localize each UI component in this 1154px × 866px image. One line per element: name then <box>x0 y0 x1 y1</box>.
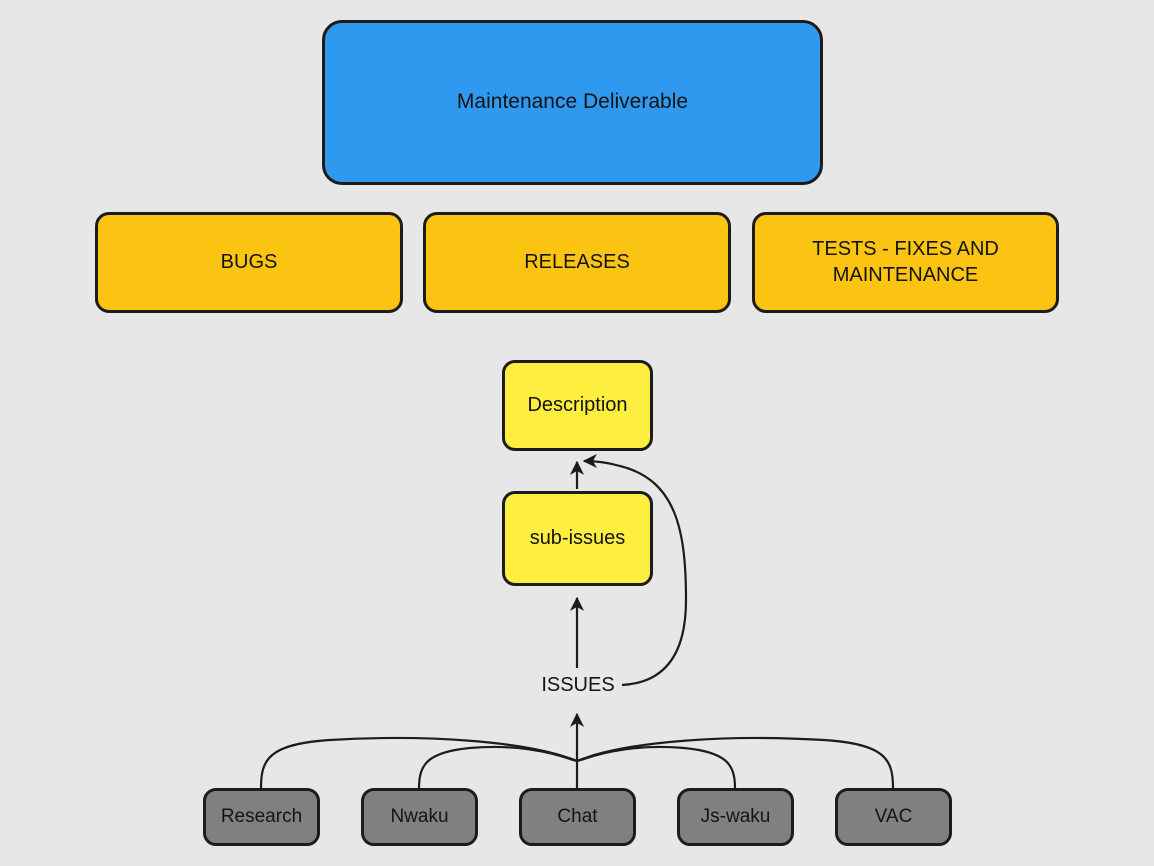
node-source-chat[interactable]: Chat <box>519 788 636 846</box>
node-sub-issues[interactable]: sub-issues <box>502 491 653 586</box>
node-maintenance-deliverable[interactable]: Maintenance Deliverable <box>322 20 823 185</box>
edge-nwaku-to-issues <box>417 745 578 789</box>
node-source-research[interactable]: Research <box>203 788 320 846</box>
edge-research-to-issues <box>259 736 578 789</box>
node-category-tests-fixes-and-maintenance[interactable]: TESTS - FIXES AND MAINTENANCE <box>752 212 1059 313</box>
edge-vac-to-issues <box>576 736 895 789</box>
node-category-bugs[interactable]: BUGS <box>95 212 403 313</box>
node-source-nwaku[interactable]: Nwaku <box>361 788 478 846</box>
edge-label-issues: ISSUES <box>535 671 621 699</box>
node-category-releases[interactable]: RELEASES <box>423 212 731 313</box>
edge-jswaku-to-issues <box>576 745 737 789</box>
node-description[interactable]: Description <box>502 360 653 451</box>
node-source-vac[interactable]: VAC <box>835 788 952 846</box>
node-source-js-waku[interactable]: Js-waku <box>677 788 794 846</box>
